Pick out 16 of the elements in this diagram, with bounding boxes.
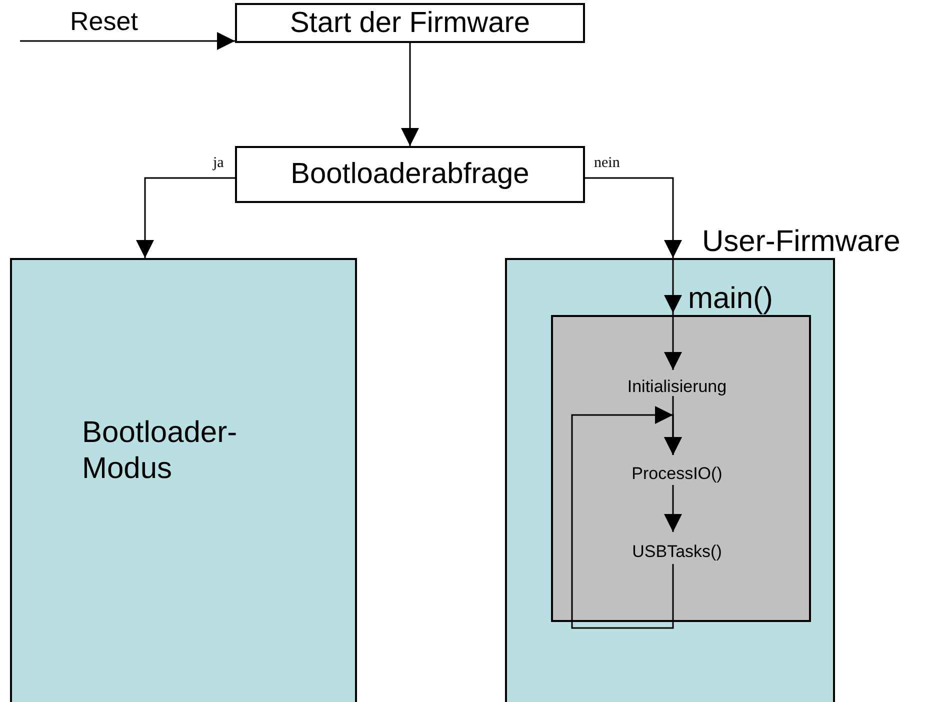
arrow: [585, 177, 682, 258]
step-label: USBTasks(): [602, 536, 752, 568]
arrow: [664, 258, 682, 313]
arrow: [20, 32, 235, 50]
arrow: [401, 43, 419, 146]
step-label: ProcessIO(): [602, 459, 752, 489]
edge-label: ja: [213, 156, 224, 171]
process-box: Start der Firmware: [235, 3, 585, 43]
panel-heading: main(): [688, 284, 774, 314]
mode-panel: [10, 258, 357, 702]
arrow: [664, 313, 682, 370]
step-label: Initialisierung: [602, 374, 752, 400]
arrow: [664, 485, 682, 532]
panel-label: Bootloader-Modus: [82, 415, 238, 487]
arrow: [136, 177, 235, 258]
process-box: Bootloaderabfrage: [235, 146, 585, 203]
